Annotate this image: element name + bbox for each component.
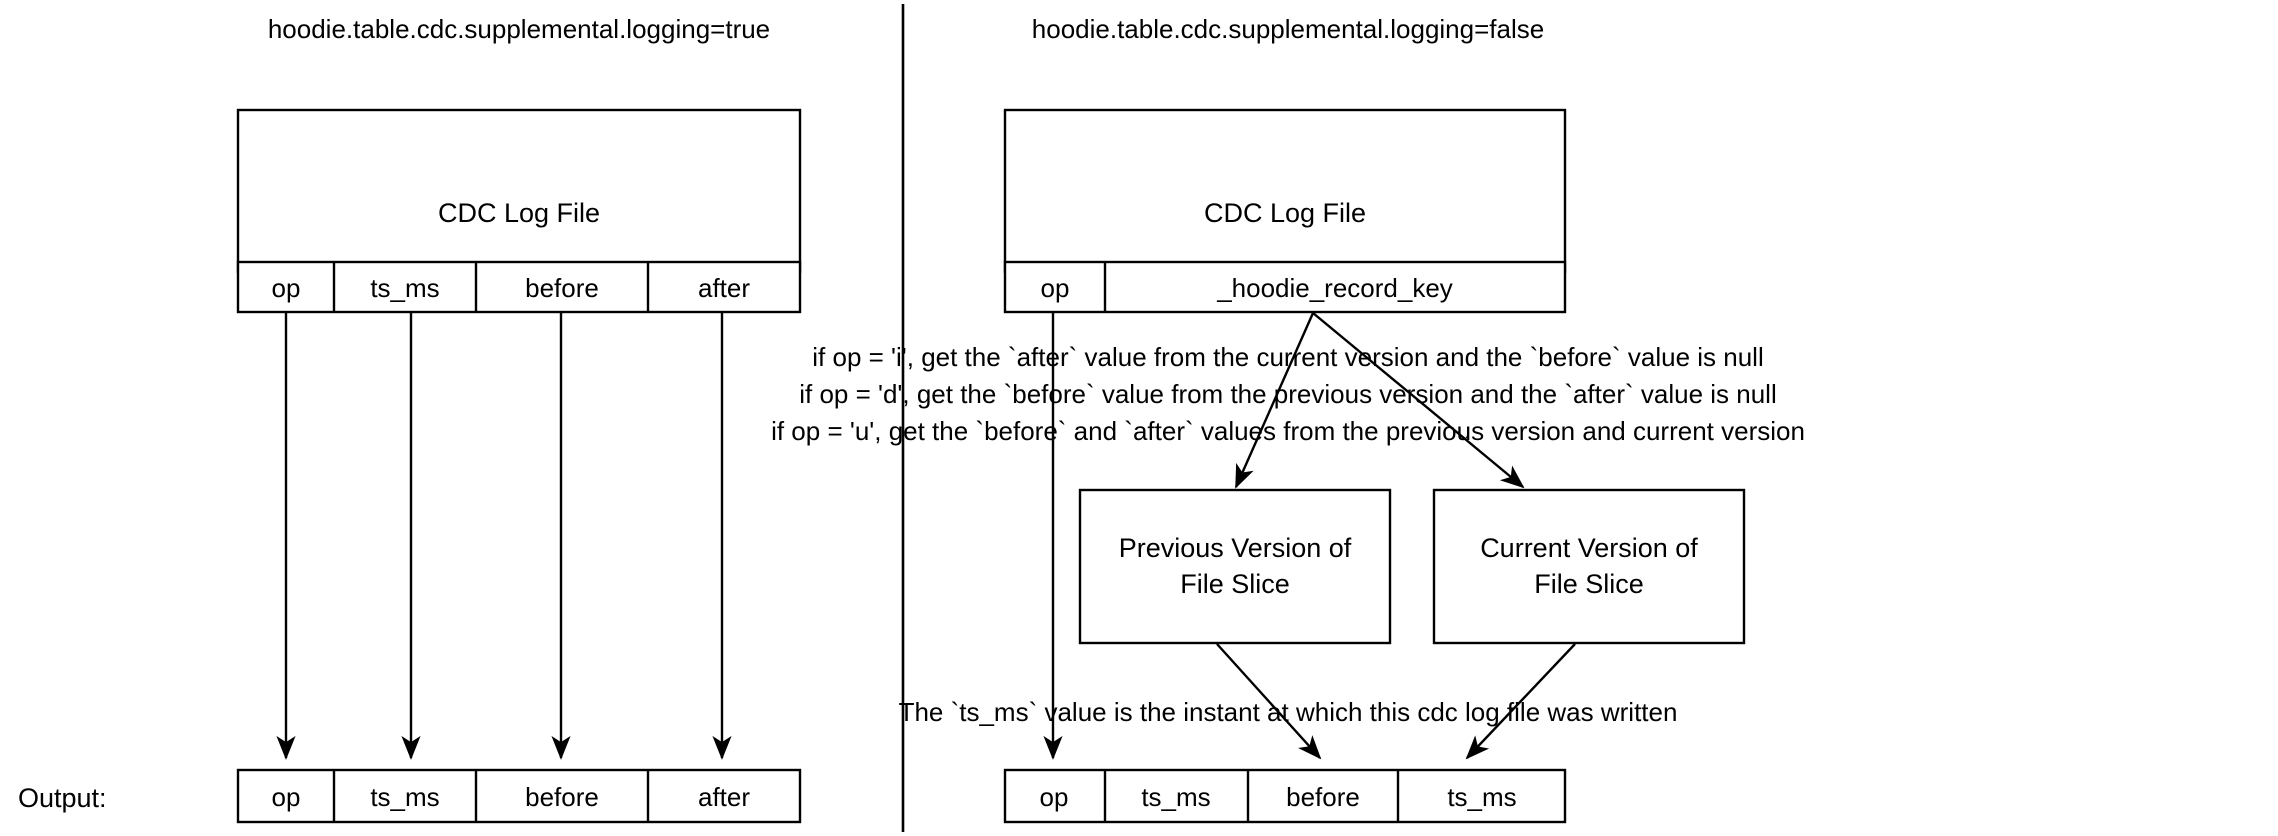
left-output-row: [236, 768, 802, 824]
current-version-file-slice-box: [1432, 488, 1746, 645]
right-note-line-2: if op = 'd', get the `before` value from…: [799, 379, 1777, 409]
left-output-col-op: op: [272, 782, 301, 812]
left-cdc-col-after: after: [698, 273, 750, 303]
right-note-line-1: if op = 'i', get the `after` value from …: [812, 342, 1763, 372]
right-cdc-log-file-box: [1003, 108, 1567, 274]
right-ts-ms-note: The `ts_ms` value is the instant at whic…: [899, 697, 1678, 727]
left-output-col-before: before: [525, 782, 599, 812]
right-branch-arrow-current-version: [1312, 312, 1525, 489]
left-cdc-col-ts-ms: ts_ms: [370, 273, 439, 303]
current-version-to-output-arrow: [1465, 643, 1576, 760]
left-output-col-ts-ms: ts_ms: [370, 782, 439, 812]
previous-version-file-slice-box: [1078, 488, 1392, 645]
right-output-col-before: before: [1286, 782, 1360, 812]
right-cdc-columns-row: [1003, 260, 1567, 314]
current-version-line-2: File Slice: [1534, 569, 1644, 599]
previous-version-line-2: File Slice: [1180, 569, 1290, 599]
right-cdc-col-op: op: [1041, 273, 1070, 303]
left-cdc-col-op: op: [272, 273, 301, 303]
right-branch-arrow-previous-version: [1234, 312, 1315, 489]
left-cdc-columns-row: [236, 260, 802, 314]
left-panel-title: hoodie.table.cdc.supplemental.logging=tr…: [268, 14, 770, 44]
right-note-line-3: if op = 'u', get the `before` and `after…: [771, 416, 1805, 446]
right-cdc-col-hoodie-record-key: _hoodie_record_key: [1216, 273, 1453, 303]
current-version-line-1: Current Version of: [1480, 533, 1698, 563]
right-output-row: [1003, 768, 1567, 824]
left-cdc-log-file-label: CDC Log File: [438, 198, 600, 228]
right-output-col-ts-ms: ts_ms: [1141, 782, 1210, 812]
previous-version-to-output-arrow: [1216, 643, 1322, 760]
right-panel-title: hoodie.table.cdc.supplemental.logging=fa…: [1032, 14, 1544, 44]
right-output-col-op: op: [1040, 782, 1069, 812]
left-output-label: Output:: [18, 783, 107, 813]
left-cdc-log-file-box: [236, 108, 802, 274]
left-output-col-after: after: [698, 782, 750, 812]
left-cdc-col-before: before: [525, 273, 599, 303]
right-cdc-log-file-label: CDC Log File: [1204, 198, 1366, 228]
right-output-col-ts-ms-2: ts_ms: [1447, 782, 1516, 812]
previous-version-line-1: Previous Version of: [1119, 533, 1352, 563]
